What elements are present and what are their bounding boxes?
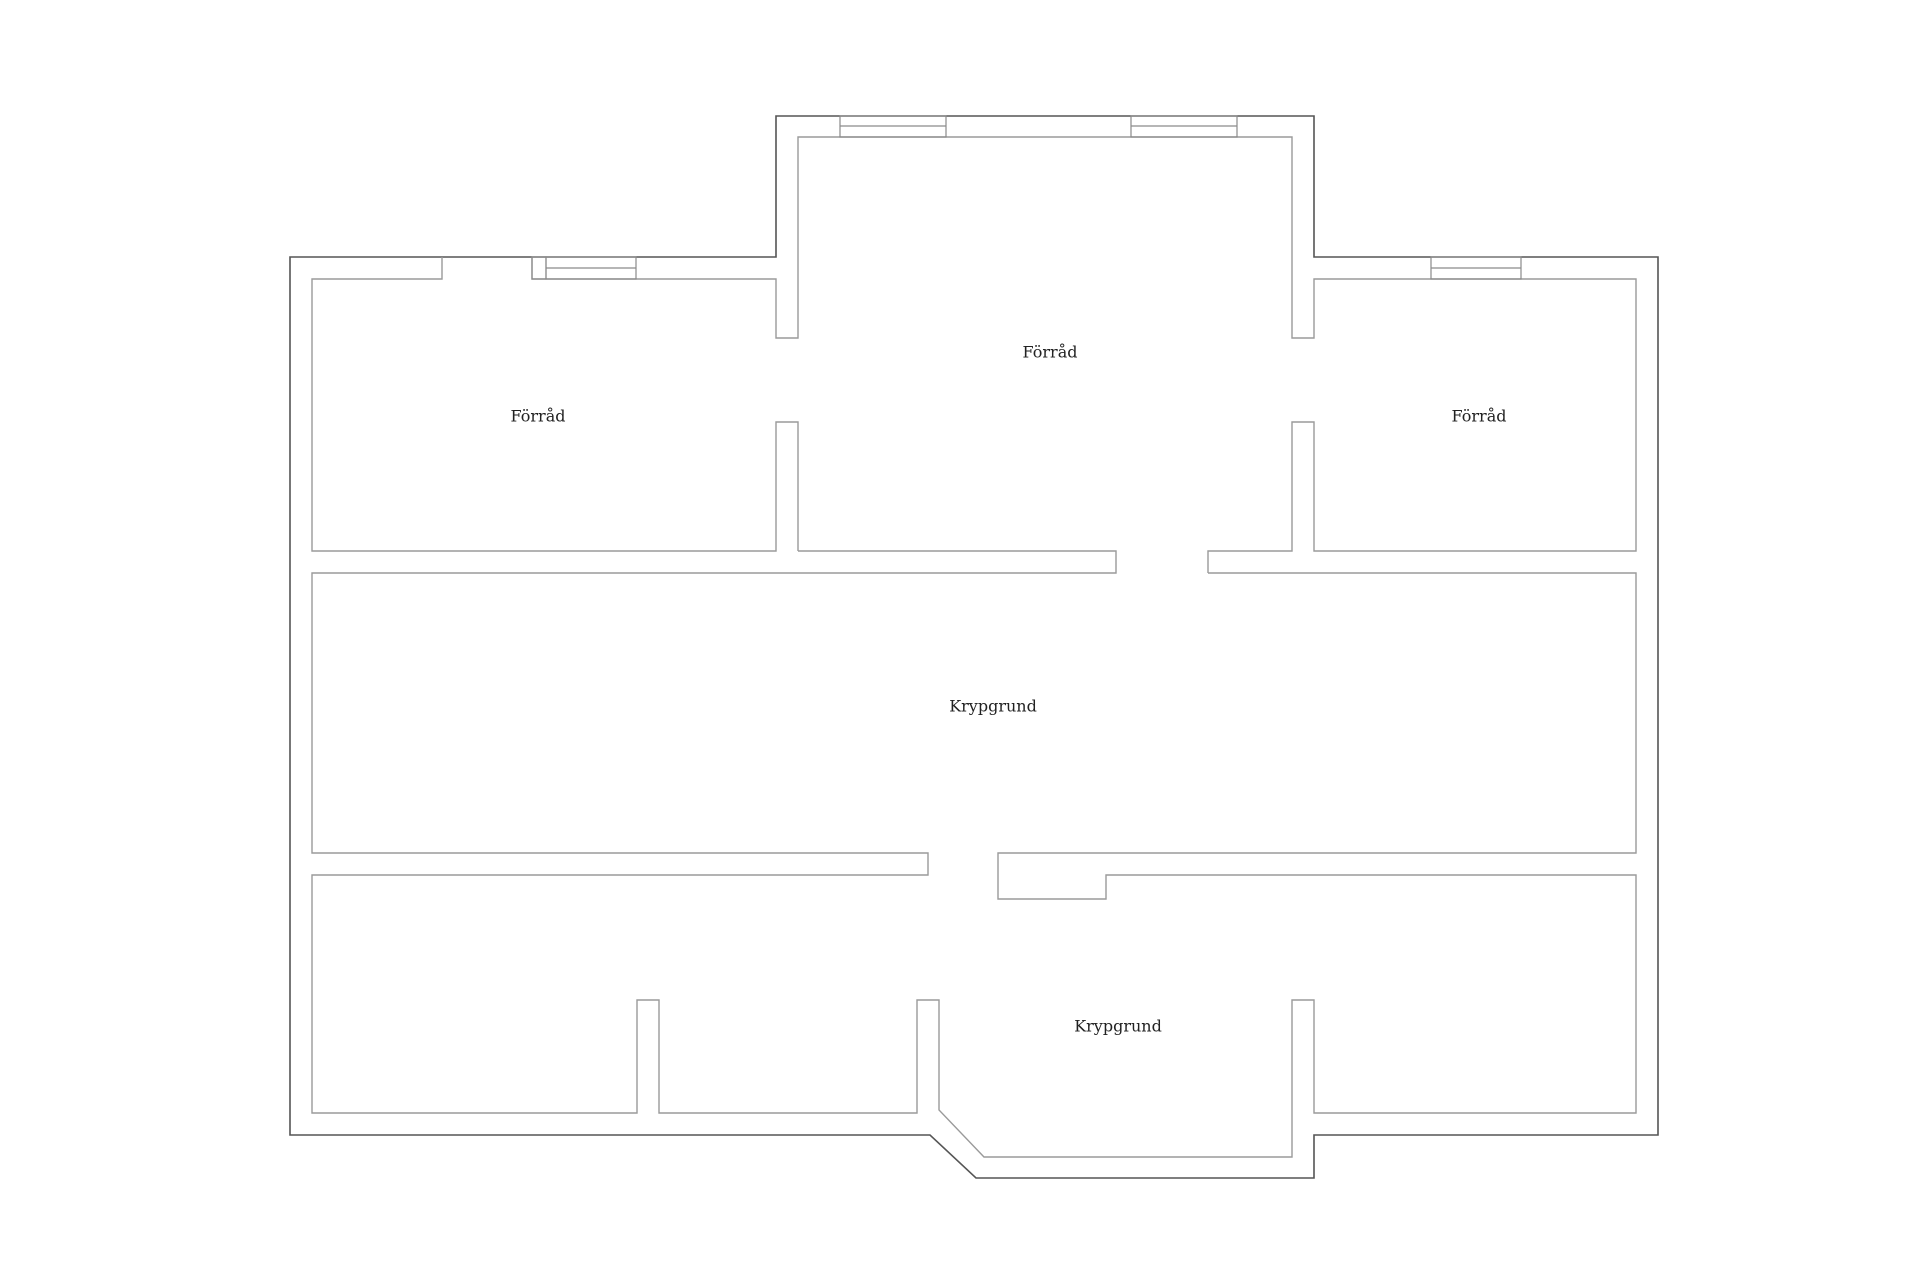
window-right-room <box>1430 256 1522 280</box>
room-label-crawlspace-bottom: Krypgrund <box>1074 1016 1162 1036</box>
outer-wall-outline <box>289 115 1659 1179</box>
window-left-room <box>531 256 637 280</box>
room-label-storage-right: Förråd <box>1451 406 1507 426</box>
window-top-left <box>839 115 947 138</box>
wall-center-lower <box>311 550 1637 1158</box>
room-label-storage-left: Förråd <box>510 406 566 426</box>
room-label-crawlspace-middle: Krypgrund <box>949 696 1037 716</box>
wall-storage-left <box>311 257 799 552</box>
window-top-right <box>1130 115 1238 138</box>
room-label-storage-center: Förråd <box>1022 342 1078 362</box>
wall-storage-left-top <box>531 136 1637 573</box>
